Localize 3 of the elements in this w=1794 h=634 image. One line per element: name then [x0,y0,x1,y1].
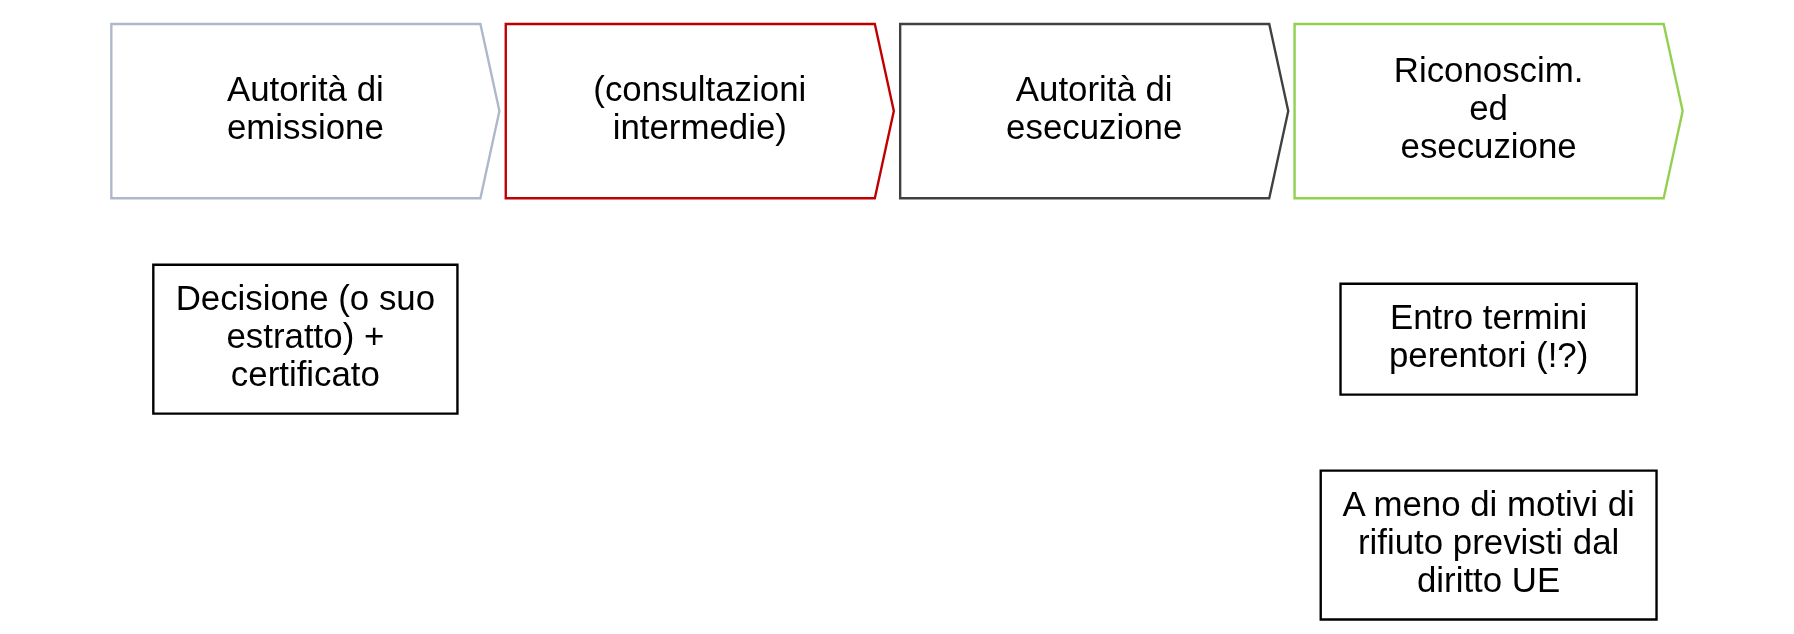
node-box: Decisione (o suo estratto) + certificato [152,263,459,415]
node-box: Entro termini perentori (!?) [1339,282,1638,396]
node-box: A meno di motivi di rifiuto previsti dal diritto UE [1319,469,1658,621]
